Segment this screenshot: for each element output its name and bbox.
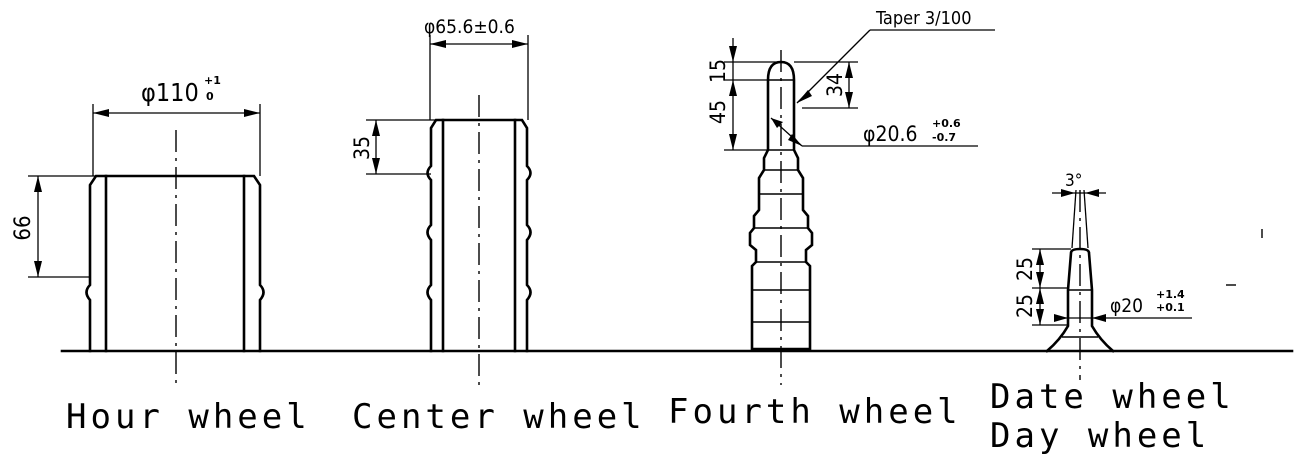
hour-diameter-lower-tol: 0 xyxy=(206,90,214,103)
center-wheel-label: Center wheel xyxy=(352,397,646,437)
fourth-wheel-part xyxy=(724,29,995,385)
hour-diameter-upper-tol: +1 xyxy=(204,74,221,87)
fourth-diameter-dimension: φ20.6 xyxy=(863,122,918,146)
hour-height-dimension: 66 xyxy=(11,215,36,240)
hour-wheel-label: Hour wheel xyxy=(66,397,311,437)
date-lower-dimension: 25 xyxy=(1013,294,1037,318)
hour-diameter-dimension: φ110 xyxy=(141,78,199,107)
fourth-mid-dimension: 45 xyxy=(706,100,730,124)
date-upper-dimension: 25 xyxy=(1013,257,1037,281)
fourth-top-dimension: 15 xyxy=(706,59,730,83)
fourth-taper-note: Taper 3/100 xyxy=(875,8,972,29)
fourth-side-dimension: 34 xyxy=(823,73,847,97)
date-diameter-upper-tol: +1.4 xyxy=(1156,288,1185,301)
date-wheel-part xyxy=(1032,189,1192,380)
date-angle-dimension: 3° xyxy=(1065,171,1082,191)
fourth-diameter-lower-tol: -0.7 xyxy=(932,131,956,144)
hour-wheel-part xyxy=(28,104,265,385)
fourth-diameter-upper-tol: +0.6 xyxy=(932,117,961,130)
date-wheel-label: Date wheel xyxy=(990,377,1235,417)
date-diameter-dimension: φ20 xyxy=(1110,295,1143,317)
center-wheel-part xyxy=(366,35,532,385)
day-wheel-label: Day wheel xyxy=(990,416,1210,456)
date-diameter-lower-tol: +0.1 xyxy=(1156,301,1185,314)
center-diameter-dimension: φ65.6±0.6 xyxy=(424,16,515,38)
fourth-wheel-label: Fourth wheel xyxy=(668,392,962,432)
center-height-dimension: 35 xyxy=(350,136,374,160)
